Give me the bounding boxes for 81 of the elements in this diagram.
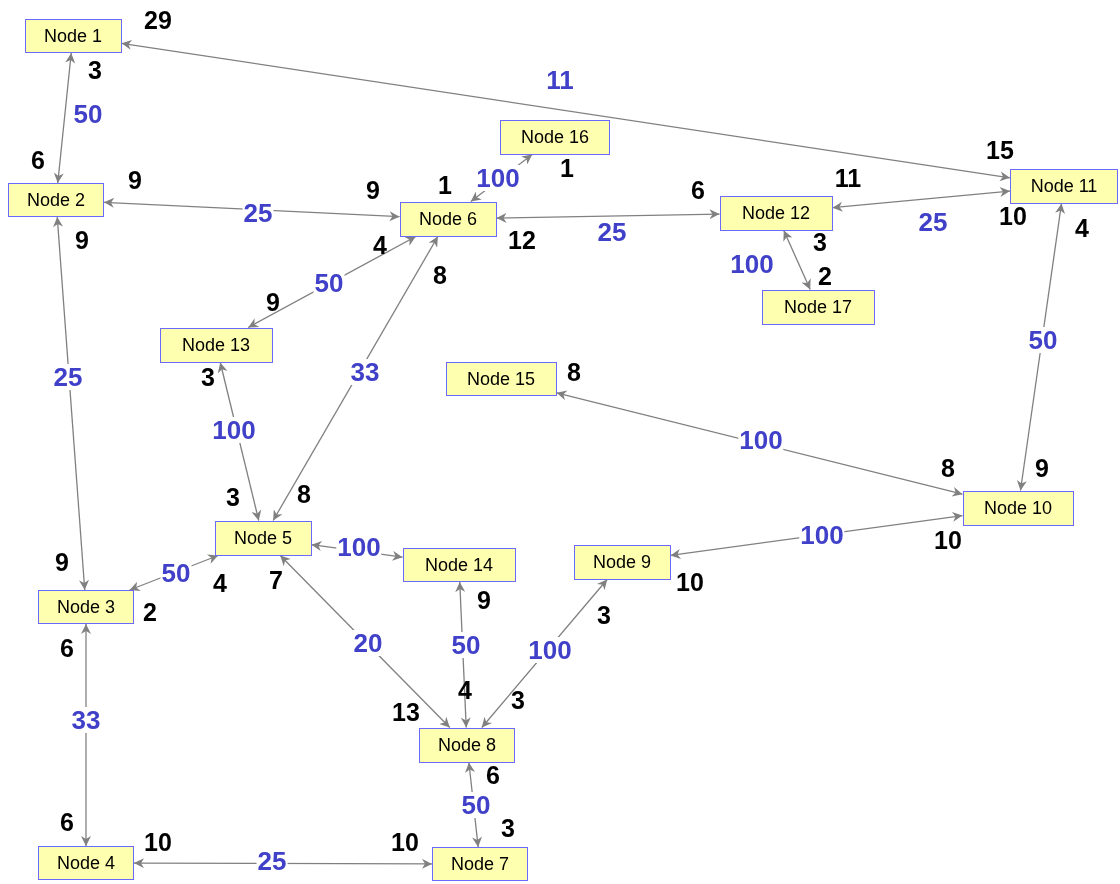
endpoint-number: 3 [88,57,102,83]
endpoint-number: 8 [433,262,447,288]
endpoint-number: 1 [438,172,452,198]
endpoint-number: 29 [144,7,172,33]
endpoint-number: 10 [676,569,704,595]
arrow [272,235,439,522]
edge-label: 100 [475,165,521,191]
arrow [783,229,811,291]
endpoint-number: 8 [567,359,581,385]
edge-label: 33 [70,707,102,733]
endpoint-number: 8 [297,481,311,507]
edge-label: 33 [349,359,381,385]
edge-label: 50 [1027,327,1059,353]
edge-label: 50 [460,792,492,818]
endpoint-number: 4 [1075,215,1089,241]
endpoint-number: 9 [75,227,89,253]
endpoint-number: 9 [477,587,491,613]
edge-label: 100 [527,637,573,663]
node-box: Node 4 [38,846,134,880]
endpoint-number: 10 [999,203,1027,229]
endpoint-number: 3 [597,602,611,628]
arrow [1016,202,1066,492]
endpoint-number: 3 [813,229,827,255]
endpoint-number: 2 [143,599,157,625]
endpoint-number: 6 [60,635,74,661]
arrow [555,390,964,497]
node-box: Node 15 [445,362,557,396]
arrow [103,197,401,222]
node-box: Node 17 [761,289,875,325]
arrow [495,209,721,223]
node-box: Node 13 [159,327,273,363]
node-box: Node 3 [38,590,134,624]
endpoint-number: 2 [818,263,832,289]
arrow [831,187,1011,212]
endpoint-number: 9 [366,177,380,203]
arrow [53,52,76,184]
edge-label: 25 [52,364,84,390]
arrow [53,216,89,591]
node-box: Node 9 [573,544,671,580]
endpoint-number: 9 [128,167,142,193]
endpoint-number: 3 [501,815,515,841]
endpoint-number: 4 [213,570,227,596]
node-box: Node 8 [419,727,515,763]
edge-label: 50 [450,632,482,658]
endpoint-number: 13 [392,699,420,725]
endpoint-number: 9 [266,289,280,315]
node-box: Node 10 [962,490,1074,526]
node-box: Node 5 [214,520,312,556]
node-box: Node 16 [500,119,610,155]
endpoint-number: 10 [144,829,172,855]
endpoint-number: 3 [226,484,240,510]
arrow [120,39,1011,182]
endpoint-number: 6 [60,809,74,835]
endpoint-number: 9 [55,549,69,575]
node-box: Node 1 [24,19,122,53]
node-box: Node 7 [432,847,528,881]
endpoint-number: 11 [834,165,862,191]
endpoint-number: 7 [269,567,283,593]
endpoint-number: 10 [934,527,962,553]
endpoint-number: 1 [560,155,574,181]
endpoint-number: 4 [458,677,472,703]
endpoint-number: 6 [691,177,705,203]
endpoint-number: 6 [31,147,45,173]
endpoint-number: 6 [486,762,500,788]
node-box: Node 12 [719,195,833,231]
endpoint-number: 10 [391,829,419,855]
endpoint-number: 3 [201,364,215,390]
endpoint-number: 15 [986,137,1014,163]
endpoint-number: 9 [1035,455,1049,481]
node-box: Node 2 [8,183,104,217]
arrow [81,623,91,847]
endpoint-number: 3 [511,687,525,713]
edge-label: 20 [352,630,384,656]
arrow [133,858,433,869]
endpoint-number: 12 [508,227,536,253]
node-box: Node 6 [399,201,497,237]
node-box: Node 11 [1010,168,1118,204]
endpoint-number: 8 [941,455,955,481]
edge-label: 100 [211,417,257,443]
endpoint-number: 4 [373,232,387,258]
node-box: Node 14 [402,548,516,582]
